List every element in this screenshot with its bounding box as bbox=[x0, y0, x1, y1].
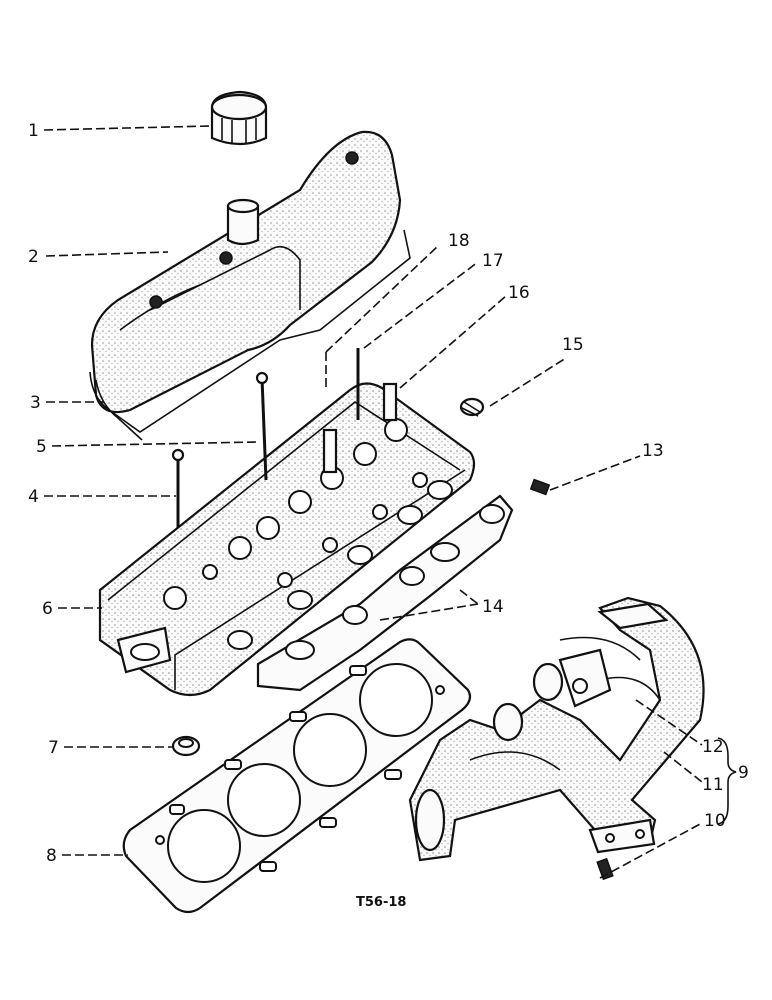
manifold-gasket bbox=[256, 494, 514, 692]
core-plug bbox=[459, 397, 485, 417]
label-5: 5 bbox=[36, 437, 47, 457]
label-18: 18 bbox=[448, 231, 470, 251]
label-16: 16 bbox=[508, 283, 530, 303]
label-12: 12 bbox=[702, 737, 724, 757]
label-11: 11 bbox=[702, 775, 724, 795]
head-studs bbox=[171, 348, 398, 528]
label-13: 13 bbox=[642, 441, 664, 461]
label-4: 4 bbox=[28, 487, 39, 507]
group-bracket-9 bbox=[717, 737, 737, 825]
rocker-cover bbox=[90, 130, 402, 414]
label-14: 14 bbox=[482, 597, 504, 617]
cylinder-head bbox=[98, 382, 476, 697]
label-8: 8 bbox=[46, 846, 57, 866]
label-3: 3 bbox=[30, 393, 41, 413]
stud-10 bbox=[596, 857, 614, 881]
label-17: 17 bbox=[482, 251, 504, 271]
label-7: 7 bbox=[48, 738, 59, 758]
leader-lines bbox=[43, 125, 703, 879]
label-10: 10 bbox=[704, 811, 726, 831]
callout-labels: 1 2 3 5 4 6 7 8 18 17 16 15 13 14 12 11 … bbox=[28, 121, 749, 910]
rocker-cover-gasket bbox=[89, 229, 411, 441]
manifold-assembly bbox=[408, 596, 705, 862]
figure-code: T56-18 bbox=[356, 895, 406, 910]
oil-filler-cap bbox=[210, 90, 268, 146]
label-2: 2 bbox=[28, 247, 39, 267]
head-gasket bbox=[122, 638, 472, 914]
label-1: 1 bbox=[28, 121, 39, 141]
stud-13 bbox=[529, 478, 551, 496]
label-15: 15 bbox=[562, 335, 584, 355]
label-6-head: 6 bbox=[42, 599, 53, 619]
sealing-ring bbox=[171, 735, 201, 757]
label-9: 9 bbox=[738, 763, 749, 783]
